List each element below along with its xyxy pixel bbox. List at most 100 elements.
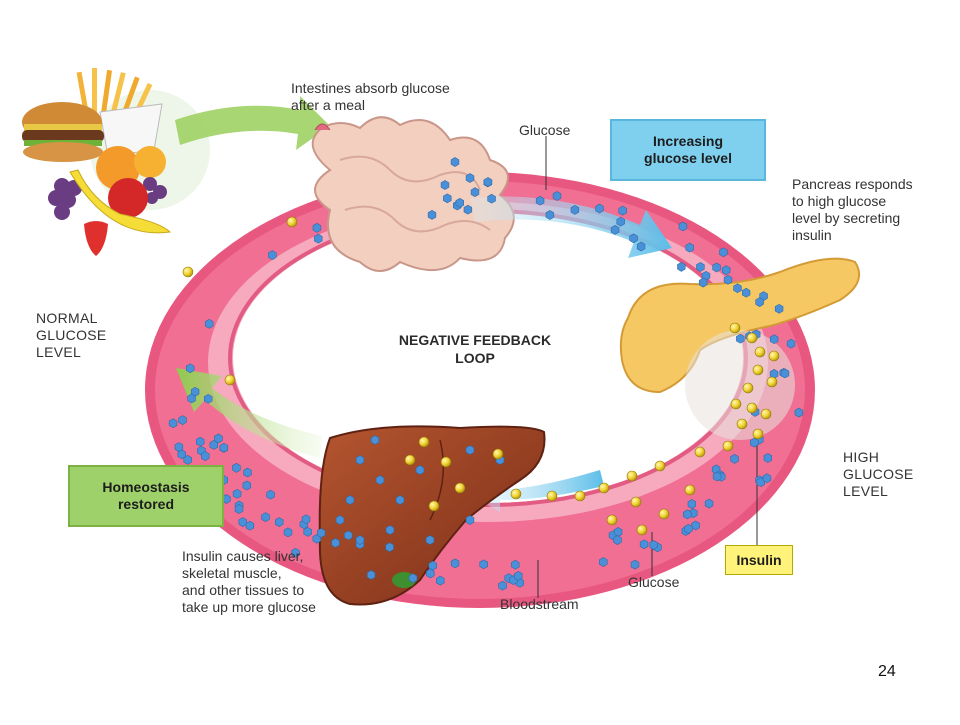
glucose-molecule-icon — [355, 535, 365, 545]
glucose-molecule-icon — [465, 445, 475, 455]
glucose-molecule-icon — [187, 393, 196, 404]
glucose-molecule-icon — [440, 180, 450, 190]
glucose-molecule-icon — [570, 205, 580, 215]
glucose-molecule-icon — [408, 573, 418, 583]
glucose-molecule-icon — [465, 515, 475, 525]
insulin-molecule-icon — [746, 402, 758, 414]
insulin-flow-arrow — [468, 470, 604, 512]
glucose-bottom-label: Glucose — [628, 574, 680, 590]
insulin-molecule-icon — [658, 508, 670, 520]
glucose-molecule-icon — [242, 480, 251, 491]
apple-icon — [108, 178, 148, 218]
glucose-molecule-icon — [483, 177, 493, 187]
glucose-molecule-icon — [704, 498, 714, 509]
insulin-molecule-icon — [598, 482, 610, 494]
glucose-molecule-icon — [266, 489, 275, 500]
strawberry-icon — [84, 221, 108, 256]
glucose-molecule-icon — [712, 262, 721, 273]
insulin-molecule-icon — [428, 500, 440, 512]
insulin-molecule-icon — [636, 524, 648, 536]
glucose-molecule-icon — [712, 471, 722, 482]
insulin-molecule-icon — [694, 446, 706, 458]
glucose-molecule-icon — [736, 333, 745, 344]
glucose-molecule-icon — [177, 449, 186, 460]
insulin-molecule-icon — [440, 456, 452, 468]
glucose-molecule-icon — [723, 274, 733, 285]
glucose-molecule-icon — [535, 195, 545, 206]
glucose-molecule-icon — [205, 318, 214, 329]
glucose-molecule-icon — [355, 455, 365, 465]
increasing-glucose-box: Increasing glucose level — [610, 119, 766, 181]
glucose-molecule-icon — [595, 203, 604, 214]
glucose-molecule-icon — [243, 467, 252, 478]
intestine-illustration — [311, 116, 515, 272]
glucose-molecule-icon — [395, 495, 405, 505]
glucose-molecule-icon — [463, 204, 473, 215]
bloodstream-label: Bloodstream — [500, 596, 579, 612]
insulin-molecule-icon — [766, 376, 778, 388]
glucose-molecule-icon — [599, 557, 608, 567]
glucose-molecule-icon — [314, 233, 323, 244]
glucose-molecule-icon — [426, 568, 435, 579]
glucose-molecule-icon — [677, 262, 686, 272]
glucose-molecule-icon — [498, 580, 507, 591]
negative-feedback-title: NEGATIVE FEEDBACK LOOP — [398, 332, 552, 366]
glucose-molecule-icon — [234, 504, 244, 514]
glucose-molecule-icon — [545, 210, 555, 220]
pancreas-label: Pancreas responds to high glucose level … — [792, 176, 913, 243]
food-to-intestine-arrow — [175, 96, 330, 150]
food-illustration — [22, 68, 210, 256]
glucose-molecule-icon — [366, 570, 376, 580]
glucose-molecule-icon — [274, 517, 284, 527]
insulin-molecule-icon — [606, 514, 618, 526]
glucose-molecule-icon — [613, 527, 623, 537]
glucose-molecule-icon — [455, 198, 465, 208]
insulin-molecule-icon — [752, 364, 764, 376]
homeostasis-box: Homeostasis restored — [68, 465, 224, 527]
glucose-molecule-icon — [204, 393, 213, 404]
normal-glucose-label: NORMAL GLUCOSE LEVEL — [36, 310, 107, 360]
glucose-molecule-icon — [436, 575, 445, 586]
glucose-molecule-icon — [316, 528, 326, 538]
glucose-molecule-icon — [450, 157, 460, 167]
glucose-top-label: Glucose — [519, 122, 571, 138]
insulin-molecule-icon — [684, 484, 696, 496]
glucose-molecule-icon — [763, 453, 773, 463]
insulin-molecule-icon — [626, 470, 638, 482]
glucose-molecule-icon — [678, 221, 688, 232]
glucose-molecule-icon — [769, 334, 779, 345]
glucose-molecule-icon — [755, 297, 764, 307]
insulin-molecule-icon — [752, 428, 764, 440]
insulin-molecule-icon — [736, 418, 748, 430]
intestine-label: Intestines absorb glucose after a meal — [291, 80, 450, 113]
glucose-molecule-icon — [470, 187, 480, 197]
insulin-molecule-icon — [510, 488, 522, 500]
insulin-molecule-icon — [492, 448, 504, 460]
glucose-molecule-icon — [385, 542, 394, 553]
glucose-molecule-icon — [245, 520, 255, 531]
glucose-molecule-icon — [774, 303, 784, 314]
glucose-molecule-icon — [639, 539, 649, 550]
glucose-molecule-icon — [636, 241, 646, 252]
glucose-molecule-icon — [649, 540, 658, 550]
glucose-molecule-icon — [552, 191, 562, 201]
glucose-molecule-icon — [344, 530, 353, 541]
high-glucose-label: HIGH GLUCOSE LEVEL — [843, 449, 914, 499]
glucose-molecule-icon — [331, 538, 340, 548]
glucose-molecule-icon — [684, 524, 693, 534]
glucose-molecule-icon — [335, 515, 345, 525]
glucose-molecule-icon — [450, 558, 460, 569]
fries-icon — [76, 68, 163, 157]
insulin-molecule-icon — [722, 440, 734, 452]
glucose-molecule-icon — [687, 499, 697, 509]
glucose-molecule-icon — [261, 512, 270, 522]
glucose-molecule-icon — [415, 465, 425, 475]
insulin-molecule-icon — [754, 346, 766, 358]
glucose-molecule-icon — [683, 509, 692, 520]
glucose-molecule-icon — [219, 442, 229, 453]
insulin-molecule-icon — [404, 454, 416, 466]
glucose-molecule-icon — [487, 193, 496, 204]
insulin-molecule-icon — [454, 482, 466, 494]
